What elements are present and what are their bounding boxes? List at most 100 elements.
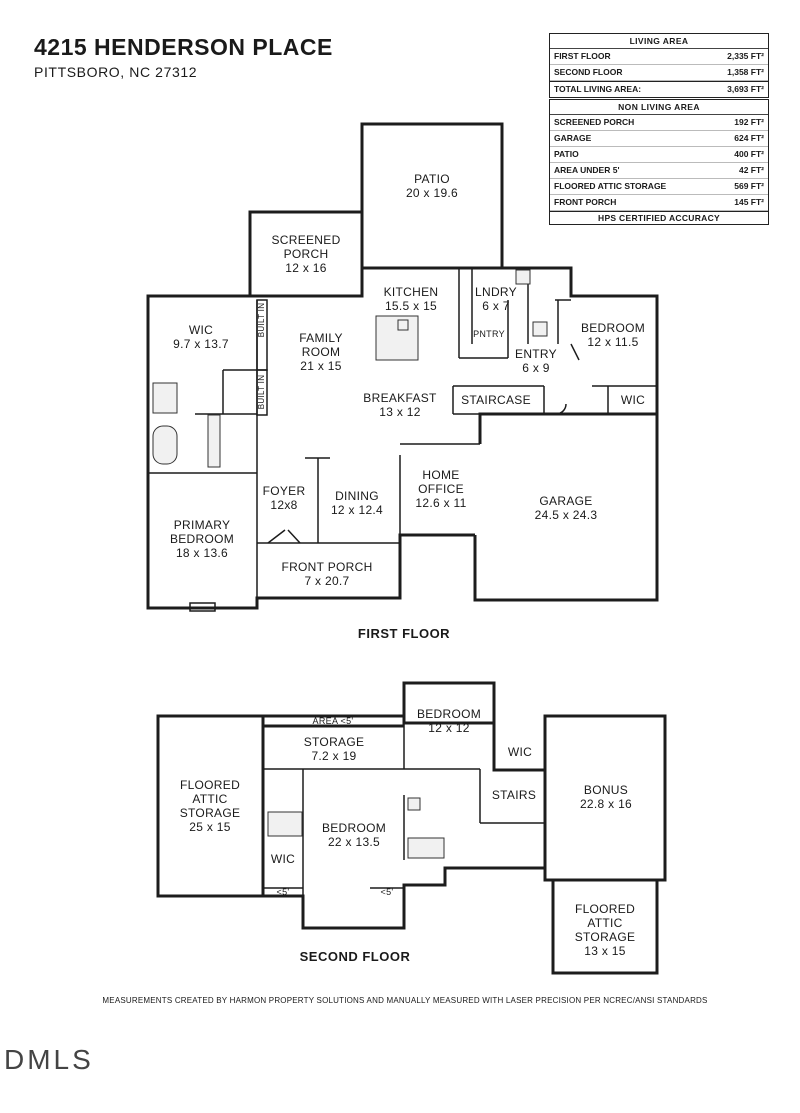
- room-dining: DINING 12 x 12.4: [331, 489, 383, 517]
- room-name: FLOORED ATTIC STORAGE: [574, 902, 636, 944]
- row-label: FLOORED ATTIC STORAGE: [554, 181, 667, 191]
- room-stairs: STAIRS: [492, 788, 536, 802]
- room-bedroom-b: BEDROOM 22 x 13.5: [322, 821, 386, 849]
- second-floor-south-outline: [263, 866, 545, 930]
- room-home-office: HOME OFFICE 12.6 x 11: [415, 468, 466, 510]
- room-name: FOYER: [262, 484, 306, 498]
- room-name: BEDROOM: [321, 821, 387, 835]
- second-floor-walls: [156, 681, 667, 975]
- living-area-row: FIRST FLOOR 2,335 FT²: [550, 49, 768, 65]
- room-name: HOME OFFICE: [418, 468, 464, 496]
- house-outline-north-east: [362, 266, 659, 414]
- room-bonus: BONUS 22.8 x 16: [580, 783, 632, 811]
- room-name: FRONT PORCH: [281, 560, 373, 574]
- floored-attic-a-outline: [156, 714, 265, 898]
- room-name: FLOORED ATTIC STORAGE: [179, 778, 241, 820]
- room-name: STAIRCASE: [461, 393, 531, 407]
- room-dims: 22 x 13.5: [327, 835, 381, 849]
- room-name: BONUS: [583, 783, 629, 797]
- room-front-porch: FRONT PORCH 7 x 20.7: [281, 560, 372, 588]
- non-living-area-title: NON LIVING AREA: [550, 100, 768, 115]
- built-in-lower: BUILT IN: [257, 374, 266, 410]
- room-family-room: FAMILY ROOM 21 x 15: [299, 331, 343, 373]
- first-floor-title: FIRST FLOOR: [357, 626, 451, 641]
- non-living-area-row: GARAGE 624 FT²: [550, 131, 768, 147]
- row-value: 1,358 FT²: [727, 67, 764, 77]
- property-city: PITTSBORO, NC 27312: [34, 64, 198, 80]
- room-patio: PATIO 20 x 19.6: [406, 172, 458, 200]
- row-label: GARAGE: [554, 133, 592, 143]
- non-living-area-row: FLOORED ATTIC STORAGE 569 FT²: [550, 179, 768, 195]
- row-label: FIRST FLOOR: [554, 51, 611, 61]
- room-name: KITCHEN: [383, 285, 439, 299]
- room-garage: GARAGE 24.5 x 24.3: [535, 494, 598, 522]
- room-dims: 13 x 12: [379, 405, 421, 419]
- room-kitchen: KITCHEN 15.5 x 15: [384, 285, 439, 313]
- room-primary-bedroom: PRIMARY BEDROOM 18 x 13.6: [170, 518, 234, 560]
- room-under-left: <5': [276, 887, 290, 897]
- room-dims: 12 x 16: [285, 261, 327, 275]
- row-value: 2,335 FT²: [727, 51, 764, 61]
- room-wic-bedroom: WIC: [621, 393, 645, 407]
- room-name: LNDRY: [475, 285, 517, 299]
- room-dims: 12.6 x 11: [415, 496, 467, 510]
- room-name: PNTRY: [473, 329, 505, 339]
- room-dims: 12 x 12.4: [330, 503, 384, 517]
- room-name: BEDROOM: [416, 707, 482, 721]
- mls-watermark: DMLS: [4, 1044, 94, 1075]
- built-in-upper: BUILT IN: [257, 302, 266, 338]
- room-name: BEDROOM: [580, 321, 646, 335]
- row-label: SECOND FLOOR: [554, 67, 623, 77]
- room-name: SCREENED PORCH: [271, 233, 341, 261]
- second-floor-title: SECOND FLOOR: [299, 949, 411, 964]
- room-name: PATIO: [414, 172, 450, 186]
- row-value: 145 FT²: [734, 197, 764, 207]
- room-bedroom-a: BEDROOM 12 x 12: [417, 707, 481, 735]
- room-screened-porch: SCREENED PORCH 12 x 16: [271, 233, 340, 275]
- room-name: WIC: [507, 745, 533, 759]
- room-foyer: FOYER 12x8: [263, 484, 306, 512]
- room-dims: 22.8 x 16: [579, 797, 633, 811]
- room-wic-primary: WIC 9.7 x 13.7: [173, 323, 229, 351]
- total-value: 3,693 FT²: [727, 84, 764, 94]
- total-label: TOTAL LIVING AREA:: [554, 84, 642, 94]
- room-dims: 13 x 15: [584, 944, 626, 958]
- room-name: STORAGE: [303, 735, 365, 749]
- bedroom-a-top: [402, 681, 496, 725]
- room-dims: 21 x 15: [300, 359, 342, 373]
- room-floored-attic-a: FLOORED ATTIC STORAGE 25 x 15: [180, 778, 241, 834]
- row-label: AREA UNDER 5': [554, 165, 620, 175]
- room-dims: 7 x 20.7: [304, 574, 350, 588]
- living-area-total: TOTAL LIVING AREA: 3,693 FT²: [550, 81, 768, 97]
- room-name: PRIMARY BEDROOM: [169, 518, 235, 546]
- row-value: 42 FT²: [738, 165, 764, 175]
- non-living-area-row: PATIO 400 FT²: [550, 147, 768, 163]
- row-value: 569 FT²: [734, 181, 764, 191]
- room-name: BREAKFAST: [363, 391, 437, 405]
- room-name: FAMILY ROOM: [299, 331, 343, 359]
- room-dims: 12 x 11.5: [587, 335, 639, 349]
- row-label: FRONT PORCH: [554, 197, 617, 207]
- room-name: DINING: [335, 489, 379, 503]
- row-value: 400 FT²: [734, 149, 764, 159]
- row-value: 624 FT²: [734, 133, 764, 143]
- room-dims: 12x8: [270, 498, 298, 512]
- living-area-title: LIVING AREA: [550, 34, 768, 49]
- measurement-footnote: MEASUREMENTS CREATED BY HARMON PROPERTY …: [102, 996, 708, 1005]
- non-living-area-row: FRONT PORCH 145 FT²: [550, 195, 768, 211]
- room-pantry: PNTRY: [473, 329, 505, 339]
- row-value: 192 FT²: [734, 117, 764, 127]
- room-name: ENTRY: [515, 347, 557, 361]
- room-staircase: STAIRCASE: [461, 393, 531, 407]
- living-area-row: SECOND FLOOR 1,358 FT²: [550, 65, 768, 81]
- living-area-table: LIVING AREA FIRST FLOOR 2,335 FT² SECOND…: [549, 33, 769, 98]
- row-label: PATIO: [554, 149, 579, 159]
- property-address: 4215 HENDERSON PLACE: [34, 34, 333, 60]
- room-floored-attic-b: FLOORED ATTIC STORAGE 13 x 15: [575, 902, 636, 958]
- first-floor-walls: [146, 122, 659, 612]
- floored-attic-b-outline: [551, 878, 659, 975]
- room-wic-b: WIC: [271, 852, 295, 866]
